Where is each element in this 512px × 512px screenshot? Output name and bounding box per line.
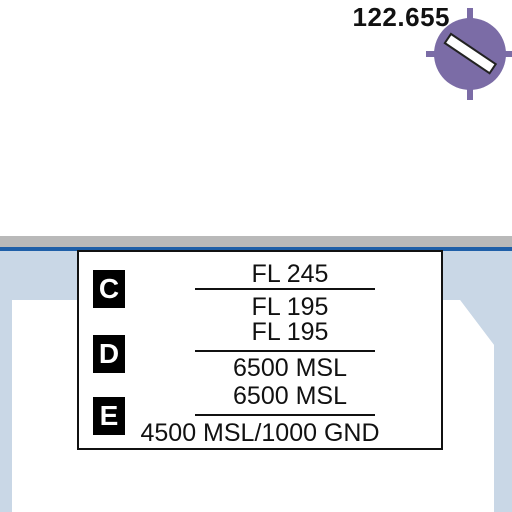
airspace-shaded-band	[0, 251, 512, 512]
altitude-divider	[195, 414, 375, 416]
legend-row-class-e: E 6500 MSL 4500 MSL/1000 GND	[79, 382, 441, 447]
floor-altitude: FL 195	[251, 293, 329, 321]
vor-navaid-icon[interactable]	[426, 8, 512, 100]
ceiling-altitude: 6500 MSL	[233, 382, 347, 410]
class-badge: C	[93, 270, 125, 308]
vor-tick-bottom	[467, 88, 473, 100]
ceiling-altitude: FL 245	[251, 260, 329, 288]
airspace-blue-line	[0, 247, 512, 251]
class-badge: D	[93, 335, 125, 373]
floor-altitude: 6500 MSL	[233, 354, 347, 382]
vor-tick-top	[467, 8, 473, 22]
floor-altitude: 4500 MSL/1000 GND	[140, 419, 380, 447]
vor-slash	[443, 32, 498, 75]
legend-row-class-c: C FL 245 FL 195	[79, 256, 441, 321]
class-badge: E	[93, 397, 125, 435]
frequency-label: 122.655	[352, 2, 450, 32]
altitude-divider	[195, 288, 375, 290]
airspace-gray-strip	[0, 236, 512, 248]
vor-tick-left	[426, 51, 438, 57]
airspace-legend: C FL 245 FL 195 D FL 195 6500 MSL E 6500…	[77, 250, 443, 450]
ceiling-altitude: FL 195	[251, 318, 329, 346]
legend-row-class-d: D FL 195 6500 MSL	[79, 318, 441, 384]
altitude-divider	[195, 350, 375, 352]
